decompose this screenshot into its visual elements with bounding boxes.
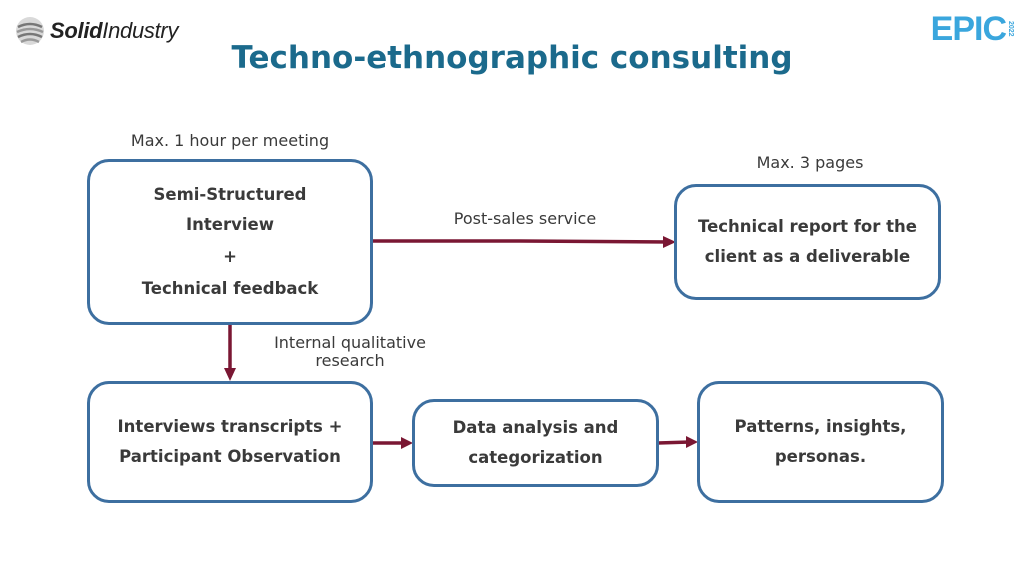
interview-line3: Technical feedback <box>141 279 319 298</box>
patterns-line1: Patterns, insights, <box>734 417 907 436</box>
report-line1: Technical report for the <box>698 217 917 236</box>
analysis-line1: Data analysis and <box>452 418 619 437</box>
internal-research-line1: Internal qualitative <box>274 333 426 352</box>
page-title: Techno-ethnographic consulting <box>231 40 793 76</box>
internal-research-label: Internal qualitative research <box>250 334 450 370</box>
report-line2: client as a deliverable <box>704 247 911 266</box>
arrow-to-analysis <box>372 437 413 449</box>
page-limit-note: Max. 3 pages <box>756 153 864 172</box>
interview-plus: + <box>223 247 237 266</box>
arrow-to-report <box>372 236 676 248</box>
globe-logo-icon <box>16 17 44 45</box>
analysis-line2: categorization <box>468 448 603 467</box>
solid-industry-logo: SolidIndustry <box>14 14 178 48</box>
arrow-to-patterns <box>657 436 698 448</box>
interview-feedback-box: Semi-Structured Interview + Technical fe… <box>87 159 373 325</box>
meeting-limit-note: Max. 1 hour per meeting <box>130 131 330 150</box>
logo-wordmark: SolidIndustry <box>50 18 179 43</box>
patterns-line2: personas. <box>774 447 867 466</box>
data-analysis-box: Data analysis and categorization <box>412 399 659 487</box>
transcripts-line1: Interviews transcripts + <box>117 417 343 436</box>
technical-report-box: Technical report for the client as a del… <box>674 184 941 300</box>
epic-logo: EPIC 2022 <box>931 10 1014 48</box>
transcripts-line2: Participant Observation <box>119 447 341 466</box>
patterns-insights-box: Patterns, insights, personas. <box>697 381 944 503</box>
arrow-to-transcripts <box>224 324 236 381</box>
interview-line1: Semi-Structured <box>153 185 307 204</box>
internal-research-line2: research <box>315 351 385 370</box>
interview-line2: Interview <box>186 215 274 234</box>
post-sales-label: Post-sales service <box>453 209 597 228</box>
epic-wordmark: EPIC <box>930 9 1007 48</box>
transcripts-observation-box: Interviews transcripts + Participant Obs… <box>87 381 373 503</box>
epic-year: 2022 <box>1007 21 1014 37</box>
